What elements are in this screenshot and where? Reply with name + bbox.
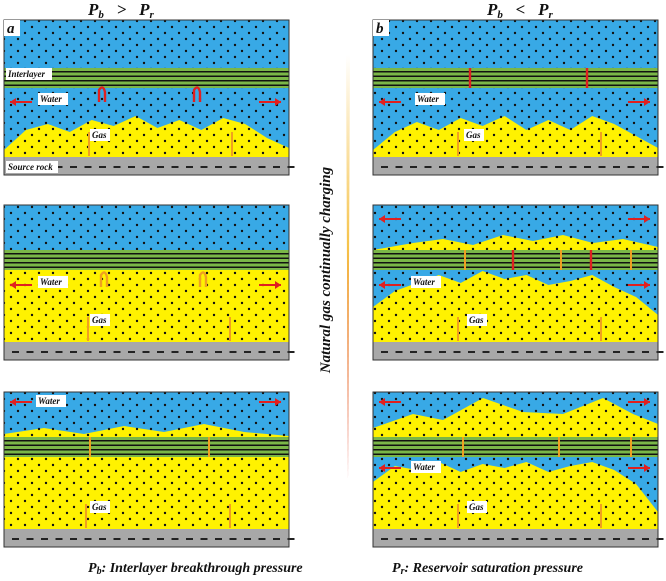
header-right: Pb < Pr: [487, 0, 553, 21]
header-left: Pb > Pr: [88, 0, 154, 21]
label-gas: Gas: [469, 502, 484, 512]
label-water: Water: [413, 277, 435, 287]
breakthrough-curl: [192, 86, 202, 102]
interlayer-band: [4, 68, 289, 88]
breakthrough-curl: [198, 271, 208, 287]
label-gas: Gas: [92, 502, 107, 512]
legend-pr: Pr: Reservoir saturation pressure: [392, 561, 583, 577]
interlayer-band: [4, 437, 289, 457]
label-water: Water: [40, 94, 62, 104]
interlayer-band: [373, 437, 658, 457]
panel-frame: [3, 19, 290, 176]
label-water: Water: [417, 94, 439, 104]
panel-frame: [372, 204, 659, 361]
label-gas: Gas: [466, 130, 481, 140]
panel-frame: [372, 19, 659, 176]
panel-label: a: [7, 21, 15, 37]
label-source-rock: Source rock: [8, 162, 53, 172]
label-water: Water: [40, 277, 62, 287]
panel-frame: [3, 391, 290, 548]
label-gas: Gas: [92, 130, 107, 140]
label-gas: Gas: [92, 315, 107, 325]
interlayer-band: [373, 250, 658, 270]
label-water: Water: [38, 396, 60, 406]
label-interlayer: Interlayer: [7, 69, 45, 79]
breakthrough-curl: [99, 271, 109, 287]
panel-frame: [3, 204, 290, 361]
label-gas: Gas: [469, 315, 484, 325]
center-caption: Natural gas continually charging: [318, 166, 334, 374]
interlayer-band: [4, 250, 289, 270]
panel-label: b: [376, 21, 384, 37]
breakthrough-curl: [97, 86, 107, 102]
charging-wedge: [346, 55, 350, 480]
label-water: Water: [413, 462, 435, 472]
panel-frame: [372, 391, 659, 548]
legend-pb: Pb: Interlayer breakthrough pressure: [88, 561, 303, 577]
